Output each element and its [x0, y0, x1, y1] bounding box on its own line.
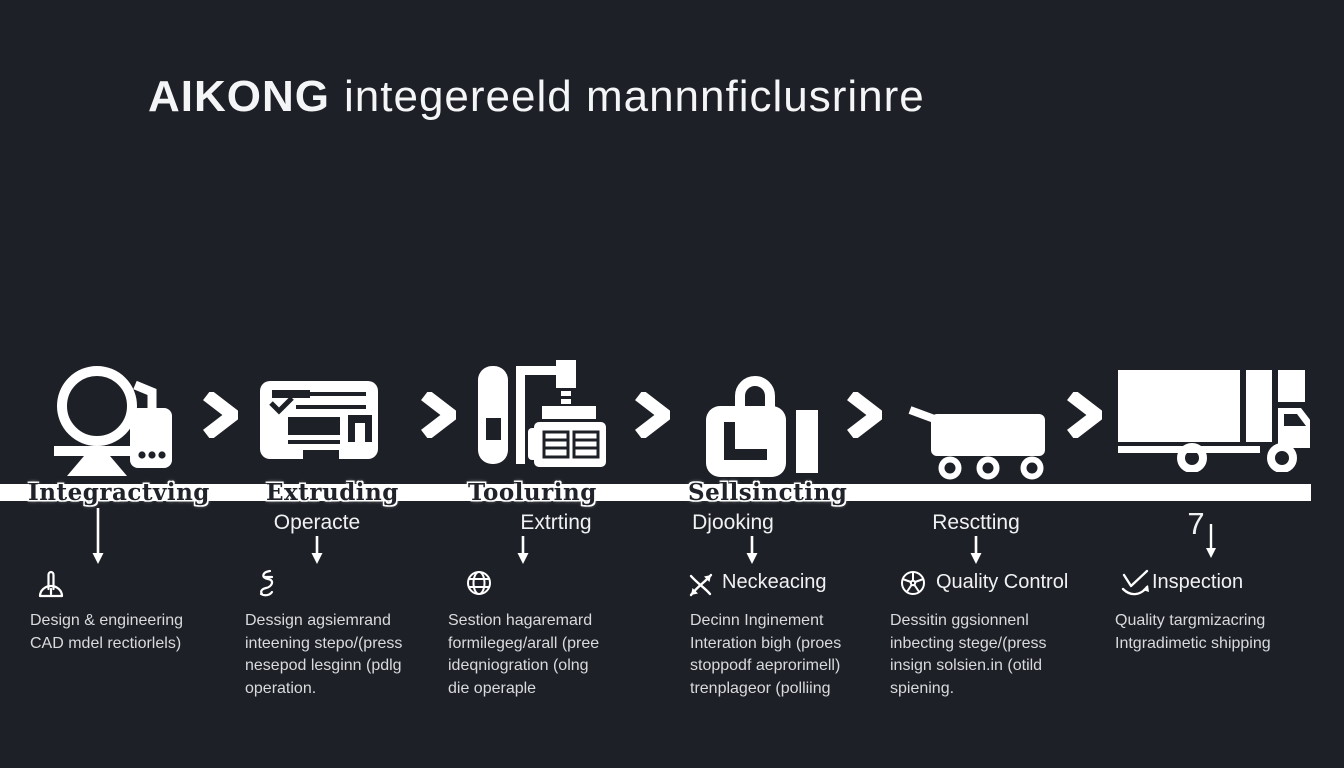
chevron-right-icon: [846, 392, 882, 438]
arrow-down-icon: [310, 536, 324, 564]
truck-icon: [1118, 362, 1310, 472]
page-title: AIKONG integereeld mannnficlusrinre: [148, 72, 925, 122]
pen-stand-icon: [36, 568, 66, 598]
chevron-right-icon: [202, 392, 238, 438]
crossed-arrows-icon: [686, 570, 716, 600]
locked-bag-icon: [700, 364, 820, 479]
small-label-quality-control: Quality Control: [936, 571, 1069, 593]
chevron-right-icon: [420, 392, 456, 438]
check-swoosh-icon: [1120, 568, 1152, 598]
stage-label-1: Integractving: [28, 479, 210, 506]
extrusion-machine-icon: [478, 360, 608, 478]
design-computer-icon: [40, 362, 175, 480]
timeline-bar: [0, 484, 1311, 501]
arrow-down-icon: [1205, 524, 1217, 558]
stage-label-2: Extruding: [266, 479, 399, 506]
stage-description-1: Design & engineering CAD mdel rectiorlel…: [30, 612, 183, 652]
stage-label-4: Sellsincting: [688, 479, 848, 506]
arrow-down-icon: [969, 536, 983, 564]
small-label-neckeacing: Neckeacing: [722, 571, 827, 593]
stage-label-3: Tooluring: [468, 479, 597, 506]
arrow-down-icon: [91, 508, 105, 564]
chevron-right-icon: [1066, 392, 1102, 438]
sub-label-4: Djooking: [692, 511, 774, 534]
stage-description-6: Quality targmizacring Intgradimetic ship…: [1115, 612, 1271, 652]
sub-label-6: 7: [1187, 506, 1205, 541]
sub-label-3: Extrting: [520, 511, 592, 534]
arrow-down-icon: [516, 536, 530, 564]
small-label-inspection: Inspection: [1152, 571, 1244, 593]
trolley-icon: [905, 396, 1055, 480]
brand-name: AIKONG: [148, 72, 330, 121]
sub-label-2: Operacte: [273, 511, 361, 534]
chevron-right-icon: [634, 392, 670, 438]
stage-description-5: Dessitin ggsionnenl inbecting stege/(pre…: [890, 612, 1047, 697]
globe-icon: [464, 568, 494, 598]
arrow-down-icon: [745, 536, 759, 564]
sub-label-5: Resctting: [932, 511, 1020, 534]
wheel-icon: [898, 568, 928, 598]
checklist-card-icon: [258, 378, 383, 473]
stage-description-4: Decinn Inginement Interation bigh (proes…: [690, 612, 842, 697]
stage-description-2: Dessign agsiemrand inteening stepo/(pres…: [245, 612, 403, 697]
stage-description-3: Sestion hagaremard formilegeg/arall (pre…: [448, 612, 600, 697]
squiggle-icon: [252, 568, 282, 598]
title-subtitle: integereeld mannnficlusrinre: [344, 72, 925, 121]
